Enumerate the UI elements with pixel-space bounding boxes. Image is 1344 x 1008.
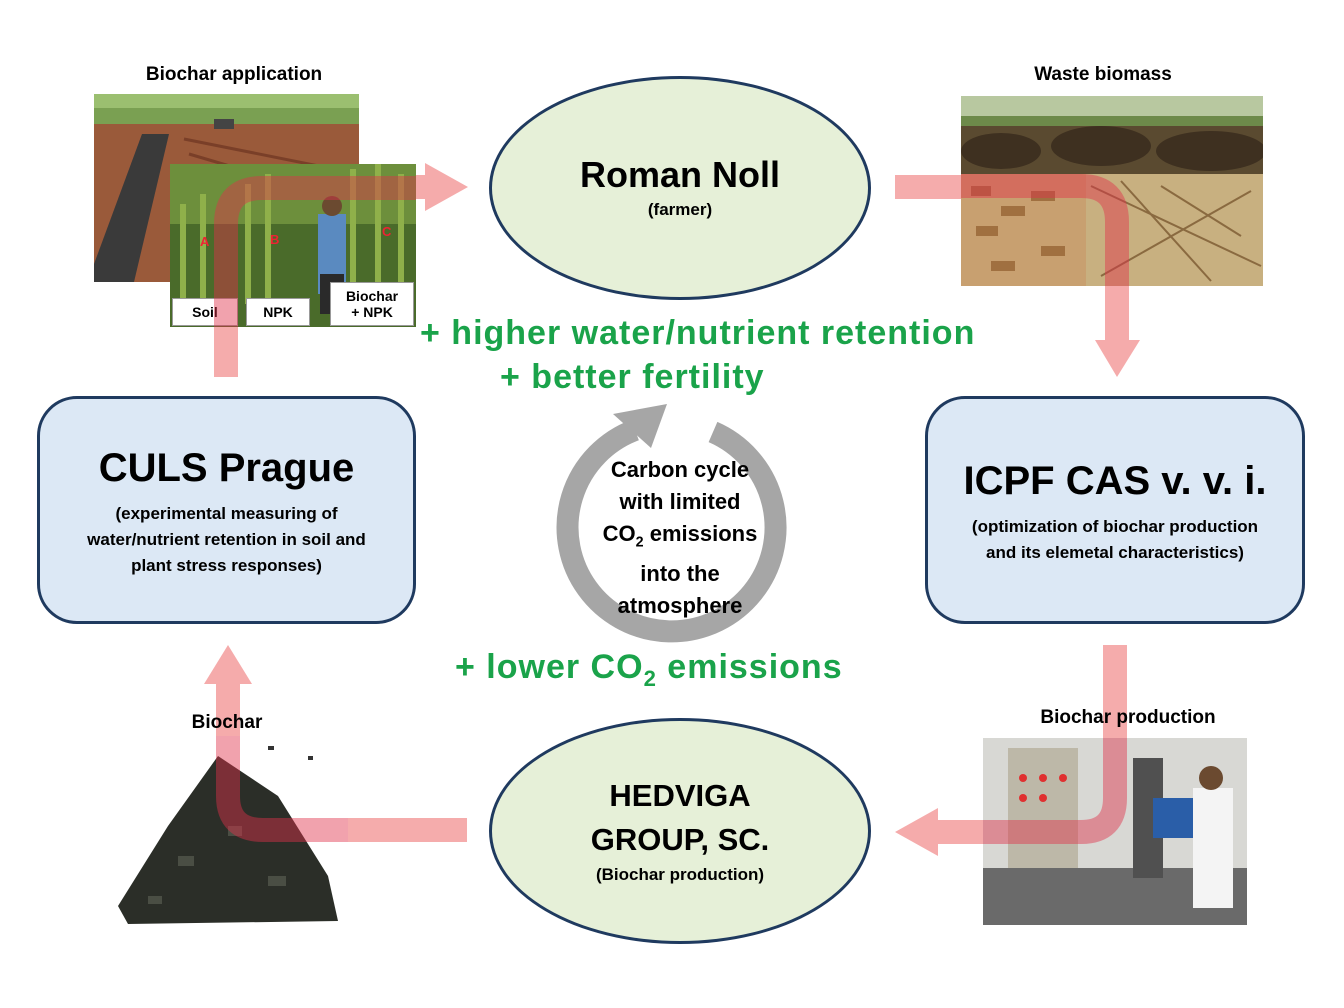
benefit-co2-suffix: emissions: [656, 648, 843, 686]
plot-label-biochar-npk-line2: + NPK: [351, 304, 393, 320]
plot-label-npk: NPK: [246, 298, 310, 326]
plot-marker-a: A: [200, 234, 210, 249]
hedviga-node: HEDVIGA GROUP, SC. (Biochar production): [489, 718, 871, 944]
cycle-line3-sub: 2: [635, 534, 644, 551]
hedviga-subtitle: (Biochar production): [595, 865, 765, 884]
arrow-overlay-production: [983, 738, 1127, 844]
carbon-cycle-text: Carbon cycle with limited CO2 emissions …: [580, 454, 780, 622]
biochar-pile-image: [108, 736, 348, 926]
benefit-fertility: + better fertility: [500, 358, 765, 396]
arrow-overlay-biochar: [216, 736, 348, 842]
plot-label-biochar-npk: Biochar + NPK: [330, 282, 414, 326]
caption-biochar-application: Biochar application: [145, 64, 323, 85]
hedviga-title-line1: HEDVIGA: [609, 778, 751, 813]
plot-marker-b: B: [270, 232, 280, 247]
culs-subtitle-line2: water/nutrient retention in soil and: [87, 530, 366, 549]
arrow-overlay-plots: [214, 176, 416, 327]
cycle-line4: into the: [640, 561, 720, 587]
caption-waste-biomass: Waste biomass: [1034, 64, 1172, 85]
cycle-line1: Carbon cycle: [610, 457, 750, 482]
caption-biochar: Biochar: [191, 712, 263, 733]
culs-node: CULS Prague (experimental measuring of w…: [37, 396, 416, 624]
cycle-line2: with limited: [619, 489, 741, 514]
benefit-co2-sub: 2: [643, 665, 657, 691]
benefit-co2: + lower CO2 emissions: [455, 648, 843, 692]
farmer-title: Roman Noll: [579, 154, 780, 195]
benefit-co2-prefix: + lower CO: [455, 648, 644, 686]
culs-title: CULS Prague: [98, 446, 355, 490]
waste-biomass-photo: [961, 96, 1263, 286]
icpf-title: ICPF CAS v. v. i.: [963, 459, 1267, 503]
farmer-node: Roman Noll (farmer): [489, 76, 871, 300]
waste-biomass-image: [961, 96, 1263, 286]
plot-label-soil: Soil: [172, 298, 238, 326]
cycle-line3-prefix: CO: [602, 521, 636, 546]
icpf-node: ICPF CAS v. v. i. (optimization of bioch…: [925, 396, 1305, 624]
culs-subtitle-line1: (experimental measuring of: [115, 504, 338, 523]
farmer-subtitle: (farmer): [647, 200, 713, 219]
hedviga-title-line2: GROUP, SC.: [590, 822, 770, 857]
biochar-production-image: [983, 738, 1247, 925]
benefit-retention: + higher water/nutrient retention: [420, 314, 976, 352]
biochar-production-photo: [983, 738, 1247, 925]
culs-subtitle-line3: plant stress responses): [131, 556, 322, 575]
carbon-cycle-arrow: [556, 404, 787, 643]
plot-label-biochar-npk-line1: Biochar: [345, 288, 399, 304]
plot-marker-c: C: [382, 224, 392, 239]
caption-biochar-production: Biochar production: [1040, 707, 1216, 728]
cycle-line3: CO2 emissions: [580, 518, 780, 558]
icpf-subtitle-line2: and its elemetal characteristics): [986, 543, 1244, 562]
arrow-overlay-waste: [961, 174, 1129, 286]
cycle-line5: atmosphere: [617, 593, 743, 619]
icpf-subtitle-line1: (optimization of biochar production: [971, 517, 1259, 536]
cycle-line3-suffix: emissions: [643, 521, 758, 546]
biochar-pile-photo: [108, 736, 348, 926]
